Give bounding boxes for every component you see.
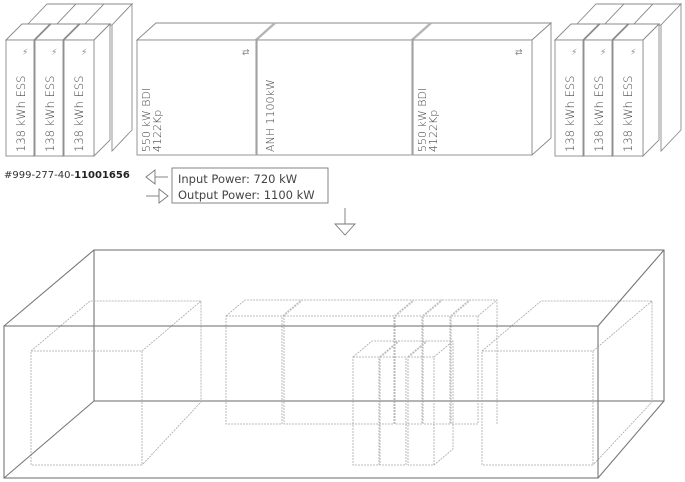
ess-label: 138 kWh ESS (563, 76, 577, 152)
container-front (3, 325, 599, 479)
bdi-label-line2: 4122Kp (151, 110, 164, 152)
bdi-label-line1: 550 kW BDI (416, 88, 429, 152)
ess-label: 138 kWh ESS (621, 76, 635, 152)
bdi-label-line2: 4122Kp (427, 110, 440, 152)
container-view (3, 249, 665, 479)
ghost-cube-left (30, 300, 202, 466)
ess-label: 138 kWh ESS (43, 76, 57, 152)
ess-label: 138 kWh ESS (592, 76, 606, 152)
lightning-icon: ⚡ (630, 48, 636, 58)
ess-unit: ⚡ 138 kWh ESS (62, 22, 112, 158)
serial-id: 11001656 (74, 170, 130, 181)
right-ess-group: ⚡ 138 kWh ESS ⚡ 138 kWh ESS ⚡ 138 kWh ES… (553, 2, 683, 158)
input-power: Input Power: 720 kW (178, 172, 297, 186)
bdi-unit-right: ⇄ 550 kW BDI 4122Kp (412, 39, 533, 156)
power-info: Input Power: 720 kW Output Power: 1100 k… (145, 167, 329, 204)
ghost-ess-front (352, 340, 454, 466)
bdi-unit-left: ⇄ 550 kW BDI 4122Kp (136, 39, 257, 156)
input-arrow-icon (145, 169, 168, 185)
ess-label: 138 kWh ESS (72, 76, 86, 152)
output-power: Output Power: 1100 kW (178, 188, 315, 202)
lightning-icon: ⚡ (51, 48, 57, 58)
bidirectional-arrows-icon: ⇄ (242, 48, 250, 58)
ess-back-row (574, 2, 683, 153)
lightning-icon: ⚡ (571, 48, 577, 58)
anh-label: ANH 1100kW (264, 79, 277, 152)
serial-prefix: #999-277-40- (4, 170, 74, 181)
down-arrow-icon (333, 208, 357, 236)
output-arrow-icon (146, 188, 169, 204)
ghost-center-row (225, 299, 498, 425)
lightning-icon: ⚡ (81, 48, 87, 58)
bidirectional-arrows-icon: ⇄ (515, 48, 523, 58)
serial-number: #999-277-40-11001656 (4, 170, 130, 181)
ess-label: 138 kWh ESS (14, 76, 28, 152)
ess-back-row (25, 2, 134, 153)
lightning-icon: ⚡ (600, 48, 606, 58)
bdi-label-line1: 550 kW BDI (140, 88, 153, 152)
left-ess-group: ⚡ 138 kWh ESS ⚡ 138 kWh ESS ⚡ 138 kWh ES… (4, 2, 134, 158)
center-group: ⇄ 550 kW BDI 4122Kp ANH 1100kW ⇄ 550 kW … (135, 21, 553, 157)
ess-unit: ⚡ 138 kWh ESS (611, 22, 661, 158)
power-box (171, 167, 329, 204)
lightning-icon: ⚡ (22, 48, 28, 58)
ghost-cube-right (481, 300, 653, 466)
anh-unit: ANH 1100kW (256, 39, 413, 156)
